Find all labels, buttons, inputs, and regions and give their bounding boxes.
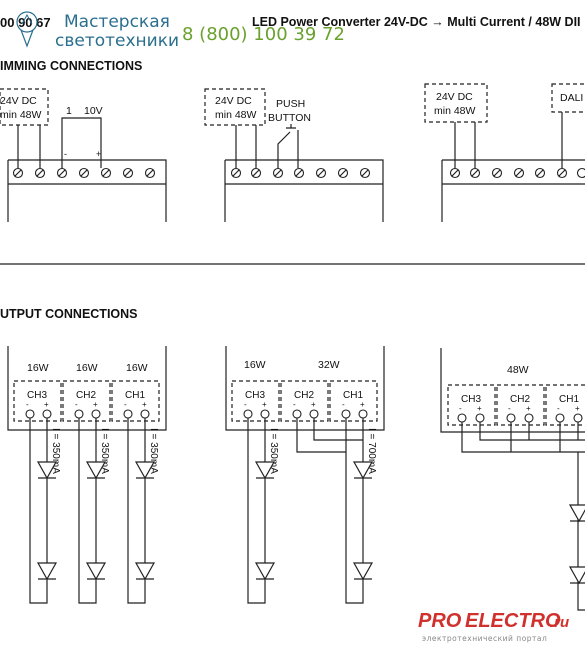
terminals <box>243 409 368 419</box>
terminal-plus: + <box>526 404 531 413</box>
analog-minus: - <box>64 149 67 159</box>
led-icon <box>254 461 374 581</box>
dimming-module-analog: 24V DC min 48W 1 10V - + <box>0 88 167 222</box>
power-box <box>204 88 266 126</box>
lamp-logo-icon <box>16 11 38 48</box>
terminal-minus: - <box>75 400 78 409</box>
power-label-line1: 24V DC <box>215 95 252 107</box>
terminal-minus: - <box>342 400 345 409</box>
current-label: I = 700mA <box>366 428 377 474</box>
channel-label: CH3 <box>27 390 47 401</box>
watermark-phone: 8 (800) 100 39 72 <box>182 24 345 45</box>
terminal-minus: - <box>244 400 247 409</box>
dali-box <box>551 83 585 113</box>
channel-label: CH2 <box>510 394 530 405</box>
watermark-phone-left: 00 90 67 <box>0 15 51 30</box>
analog-label-10v: 10V <box>84 105 103 117</box>
current-label: I = 350mA <box>268 428 279 474</box>
power-box <box>0 88 49 126</box>
terminal-block <box>12 167 156 179</box>
terminal-plus: + <box>477 404 482 413</box>
output-module-16w-32w: 16W 32W CH3 CH2 CH1 - + - + - + I = 350m… <box>225 346 385 604</box>
wattage-label: 16W <box>244 359 266 371</box>
push-button-icon <box>277 124 299 168</box>
terminal-block <box>449 167 585 179</box>
terminal-plus: + <box>262 400 267 409</box>
wattage-label: 48W <box>507 364 529 376</box>
terminal-block <box>230 167 371 179</box>
output-module-48w: 48W CH3 CH2 CH1 - + - + - + <box>440 348 585 611</box>
analog-label-1: 1 <box>66 105 72 117</box>
current-label: I = 350mA <box>148 428 159 474</box>
watermark-company-line1: Мастерская <box>64 12 170 32</box>
channel-label: CH3 <box>461 394 481 405</box>
terminal-plus: + <box>360 400 365 409</box>
power-label-line1: 24V DC <box>0 95 37 107</box>
current-label: I = 350mA <box>50 428 61 474</box>
wattage-label: 32W <box>318 359 340 371</box>
watermark-company-line2: светотехники <box>55 31 179 51</box>
terminal-plus: + <box>93 400 98 409</box>
push-label-line1: PUSH <box>276 98 305 110</box>
terminal-minus: - <box>124 400 127 409</box>
power-box <box>424 83 488 123</box>
brand-electro: ELECTRO <box>465 610 561 632</box>
channel-label: CH1 <box>559 394 579 405</box>
terminal-plus: + <box>311 400 316 409</box>
terminal-plus: + <box>142 400 147 409</box>
push-label-line2: BUTTON <box>268 112 311 124</box>
channel-label: CH3 <box>245 390 265 401</box>
channel-label: CH2 <box>76 390 96 401</box>
wattage-label: 16W <box>76 362 98 374</box>
power-label-line2: min 48W <box>215 109 257 121</box>
power-label-line2: min 48W <box>0 109 42 121</box>
terminals <box>457 413 583 423</box>
terminal-minus: - <box>508 404 511 413</box>
page-title: LED Power Converter 24V-DC → Multi Curre… <box>252 15 581 29</box>
dimming-module-dali: 24V DC min 48W DALI <box>424 83 585 222</box>
channel-label: CH2 <box>294 390 314 401</box>
analog-plus: + <box>96 149 101 159</box>
wattage-label: 16W <box>27 362 49 374</box>
terminals <box>25 409 150 419</box>
terminal-minus: - <box>557 404 560 413</box>
led-icon <box>568 504 585 585</box>
terminal-minus: - <box>26 400 29 409</box>
brand-tagline: электротехнический портал <box>422 634 547 643</box>
current-label: I = 350mA <box>99 428 110 474</box>
brand-ru: .ru <box>550 614 569 631</box>
power-label-line1: 24V DC <box>436 91 473 103</box>
proelectro-logo: PRO ELECTRO .ru электротехнический порта… <box>418 610 569 643</box>
led-icon <box>36 461 156 581</box>
channel-label: CH1 <box>343 390 363 401</box>
terminal-plus: + <box>575 404 580 413</box>
dali-label: DALI <box>560 92 583 104</box>
wattage-label: 16W <box>126 362 148 374</box>
brand-pro: PRO <box>418 610 462 632</box>
terminal-minus: - <box>293 400 296 409</box>
dimming-module-push: 24V DC min 48W PUSH BUTTON <box>204 88 384 222</box>
terminal-plus: + <box>44 400 49 409</box>
power-label-line2: min 48W <box>434 105 476 117</box>
terminal-minus: - <box>459 404 462 413</box>
output-section-title: UTPUT CONNECTIONS <box>0 307 138 321</box>
output-module-3x16w: 16W 16W 16W CH3 CH2 CH1 - + - + - + I = … <box>7 346 167 604</box>
channel-label: CH1 <box>125 390 145 401</box>
dimming-section-title: IMMING CONNECTIONS <box>0 59 142 73</box>
